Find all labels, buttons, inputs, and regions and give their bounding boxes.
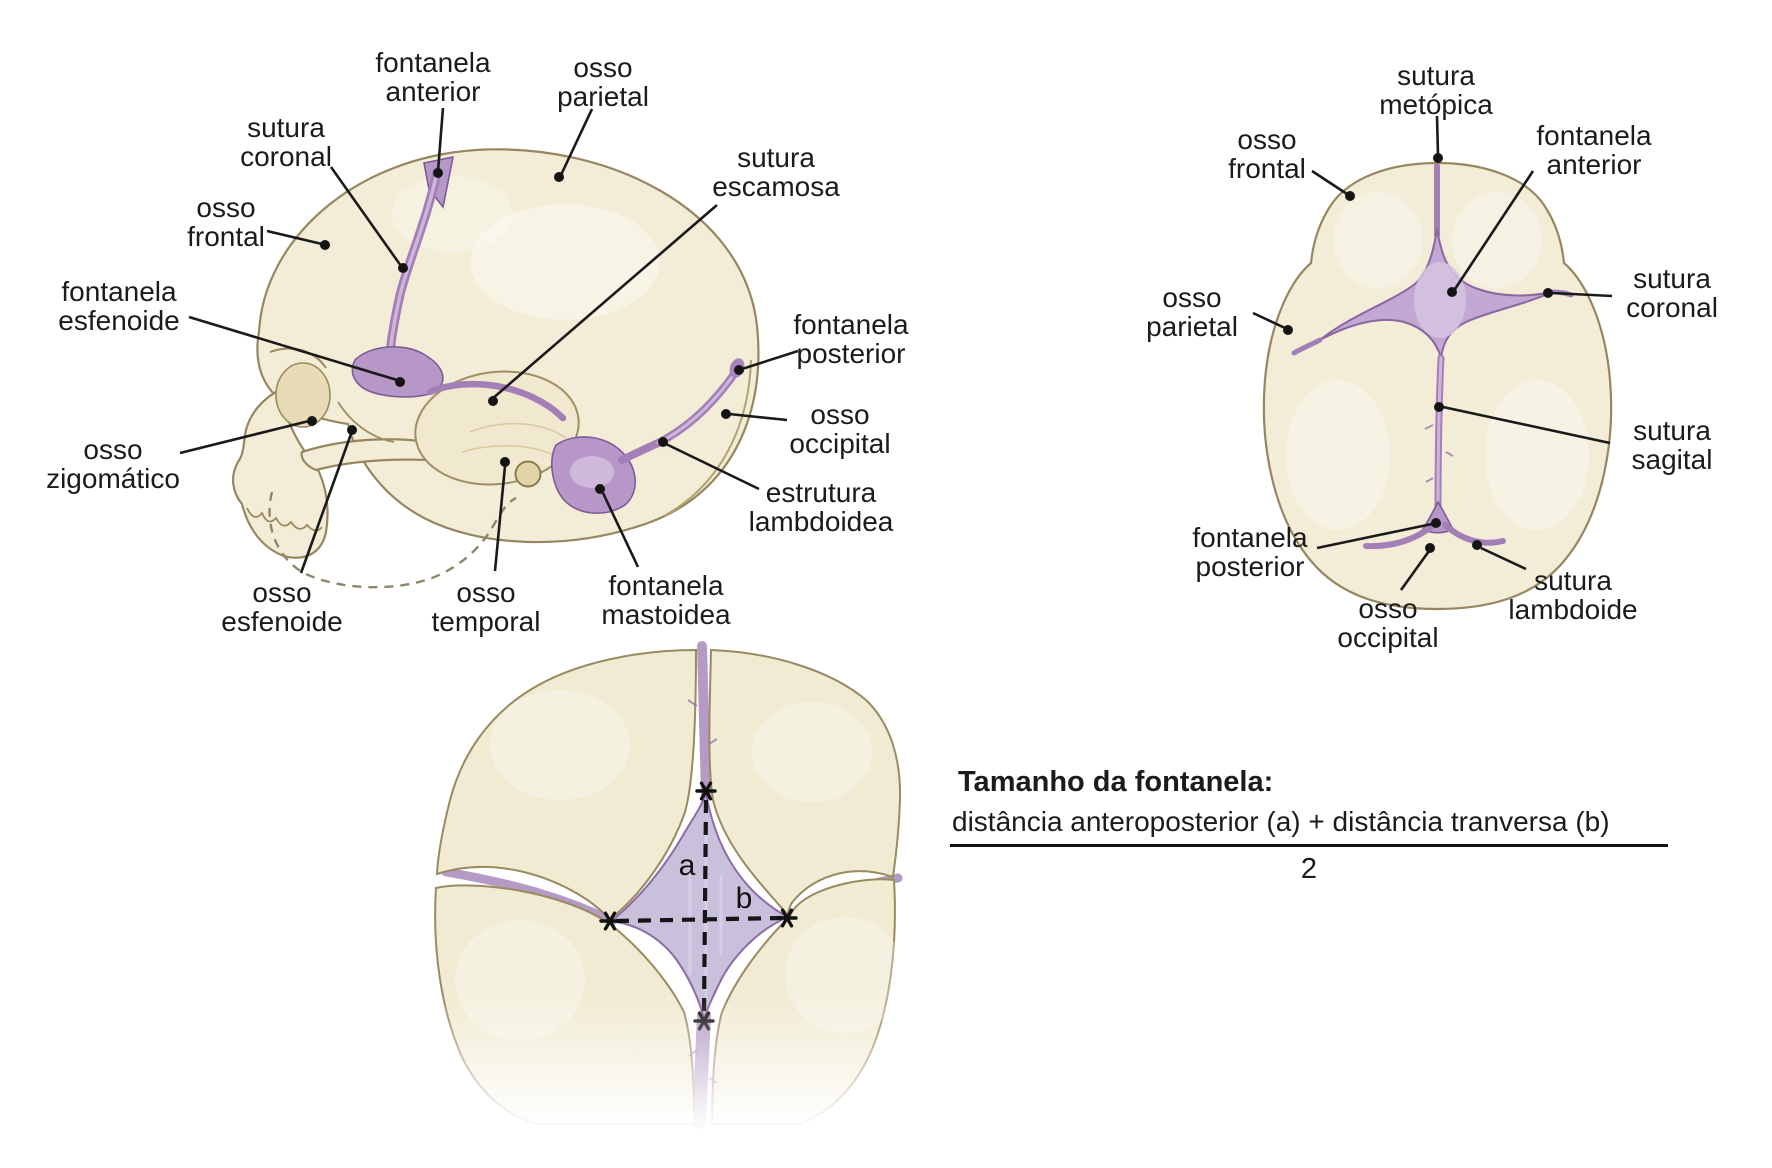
superior-skull-illustration xyxy=(1262,161,1613,611)
lateral-skull-illustration xyxy=(232,148,760,589)
leader-lines xyxy=(179,107,1613,591)
label-sutura-lambdoide: sutura lambdoide xyxy=(1508,565,1638,625)
label-osso-esfenoide: osso esfenoide xyxy=(221,577,343,637)
ear-canal xyxy=(514,460,542,488)
label-fontanela-mastoidea: fontanela mastoidea xyxy=(601,570,731,630)
label-sutura-escamosa: sutura escamosa xyxy=(712,142,840,202)
label-sutura-coronal-lateral: sutura coronal xyxy=(240,112,332,172)
distance-a-line xyxy=(701,799,709,1015)
label-osso-temporal: osso temporal xyxy=(431,577,541,637)
label-osso-frontal-superior: osso frontal xyxy=(1228,124,1306,184)
label-osso-zigomatico: osso zigomático xyxy=(46,434,180,494)
metopic-suture xyxy=(697,641,711,800)
label-sutura-sagital: sutura sagital xyxy=(1631,415,1713,475)
lambdoid-suture-left xyxy=(1363,522,1436,550)
frontal-bone-right xyxy=(708,648,902,918)
label-fontanela-posterior-superior: fontanela posterior xyxy=(1192,522,1308,582)
measure-letter-a: a xyxy=(678,849,696,882)
label-fontanela-posterior-lateral: fontanela posterior xyxy=(793,309,909,369)
lambdoid-suture-right xyxy=(1442,522,1506,546)
label-fontanela-anterior-superior: fontanela anterior xyxy=(1536,120,1652,180)
squamous-suture xyxy=(426,380,567,422)
coronal-suture-left xyxy=(441,867,617,926)
fade-overlay xyxy=(395,995,940,1168)
measurement-annotations xyxy=(599,781,798,1031)
label-sutura-coronal-superior: sutura coronal xyxy=(1626,263,1718,323)
formula-title: Tamanho da fontanela: xyxy=(958,766,1274,798)
label-estrutura-lambdoidea: estrutura lambdoidea xyxy=(748,477,894,537)
distance-b-line xyxy=(615,915,783,924)
label-osso-frontal-lateral: osso frontal xyxy=(187,192,265,252)
label-osso-parietal-lateral: osso parietal xyxy=(557,52,649,112)
label-fontanela-anterior-lateral: fontanela anterior xyxy=(375,47,491,107)
measure-letter-b: b xyxy=(735,882,753,915)
label-fontanela-esfenoide: fontanela esfenoide xyxy=(58,276,180,336)
formula-denominator: 2 xyxy=(1300,853,1318,885)
label-osso-parietal-superior: osso parietal xyxy=(1146,282,1238,342)
orbit xyxy=(275,362,331,428)
formula-numerator: distância anteroposterior (a) + distânci… xyxy=(952,806,1610,837)
label-osso-occipital-superior: osso occipital xyxy=(1337,593,1439,653)
label-sutura-metopica: sutura metópica xyxy=(1379,60,1493,120)
teeth xyxy=(246,507,323,532)
label-osso-occipital-lateral: osso occipital xyxy=(789,399,891,459)
mandible-dashed-outline xyxy=(268,491,517,589)
formula-fraction-bar xyxy=(950,844,1668,847)
frontal-bone-left xyxy=(435,648,698,921)
coronal-suture-left xyxy=(1291,337,1323,356)
